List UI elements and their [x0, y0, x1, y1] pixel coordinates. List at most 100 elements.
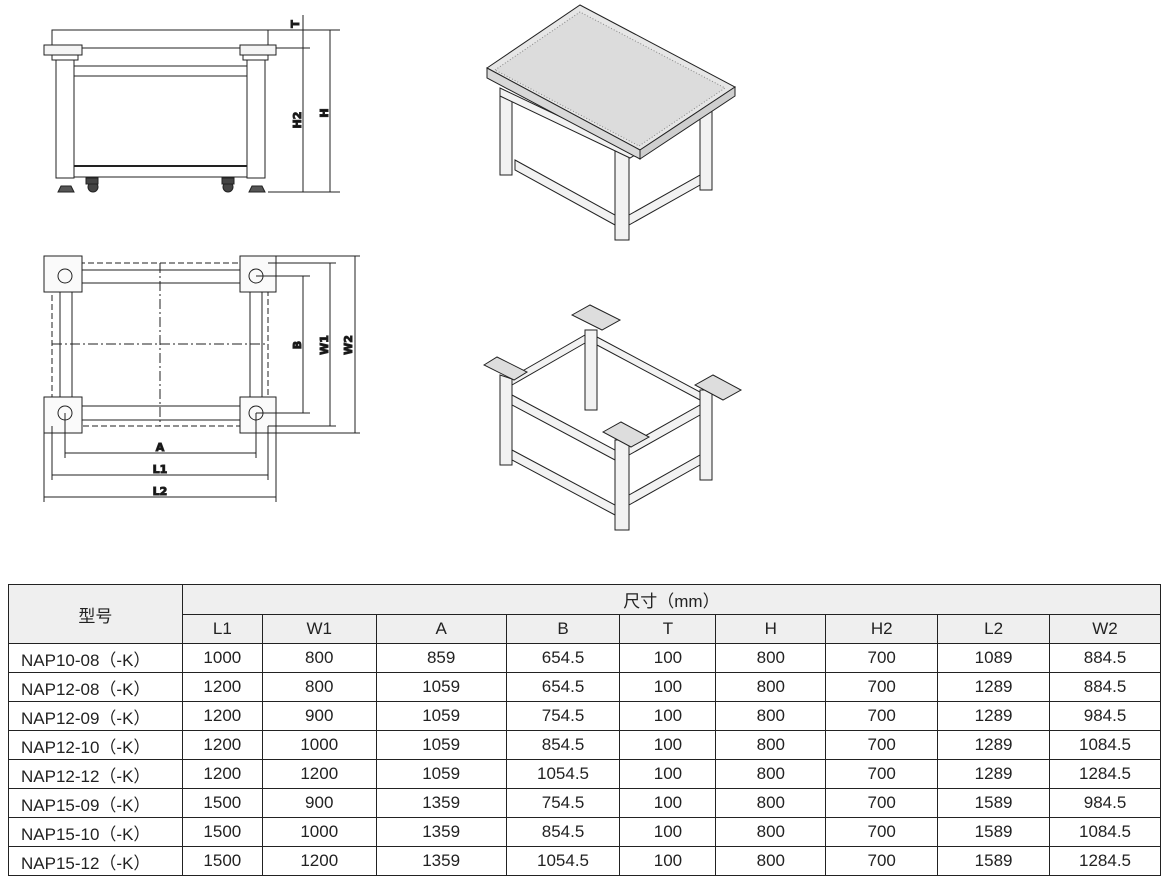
dimension-cell: 1200 — [181, 672, 263, 702]
dimension-cell: 1289 — [937, 672, 1051, 702]
dimension-cell: 1589 — [937, 817, 1051, 847]
dimension-cell: 654.5 — [505, 672, 621, 702]
dimension-cell: 100 — [619, 846, 717, 876]
dimension-cell: 1500 — [181, 846, 263, 876]
dimension-cell: 1200 — [261, 759, 377, 789]
dimension-cell: 1284.5 — [1049, 846, 1161, 876]
dimension-cell: 800 — [715, 759, 827, 789]
dimension-cell: 700 — [825, 788, 939, 818]
column-header-w2: W2 — [1049, 614, 1161, 644]
dimension-cell: 100 — [619, 701, 717, 731]
dimension-cell: 1200 — [181, 759, 263, 789]
dimension-cell: 984.5 — [1049, 788, 1161, 818]
dimension-cell: 800 — [715, 672, 827, 702]
dimension-cell: 800 — [715, 846, 827, 876]
top-view-drawing — [43, 255, 360, 502]
dimension-cell: 1084.5 — [1049, 730, 1161, 760]
dimension-cell: 884.5 — [1049, 672, 1161, 702]
model-cell: NAP15-10（-K） — [8, 817, 183, 847]
model-cell: NAP12-10（-K） — [8, 730, 183, 760]
column-header-b: B — [505, 614, 621, 644]
dimension-cell: 700 — [825, 643, 939, 673]
dimension-cell: 1289 — [937, 730, 1051, 760]
dimension-cell: 900 — [261, 788, 377, 818]
dimension-cell: 1500 — [181, 817, 263, 847]
dimension-cell: 1200 — [181, 730, 263, 760]
front-view-drawing — [43, 15, 340, 193]
dimension-cell: 854.5 — [505, 817, 621, 847]
dimension-cell: 800 — [715, 701, 827, 731]
dimension-cell: 100 — [619, 672, 717, 702]
dim-label-h: H — [318, 108, 331, 117]
column-header-l2: L2 — [937, 614, 1051, 644]
dimension-cell: 1359 — [375, 846, 507, 876]
dimension-cell: 1084.5 — [1049, 817, 1161, 847]
dimension-cell: 800 — [715, 730, 827, 760]
dimension-cell: 1289 — [937, 759, 1051, 789]
dim-label-h2: H2 — [291, 112, 304, 129]
header-model: 型号 — [8, 584, 183, 644]
dimension-cell: 1200 — [181, 701, 263, 731]
dimension-cell: 1284.5 — [1049, 759, 1161, 789]
column-header-h2: H2 — [825, 614, 939, 644]
dimension-cell: 800 — [715, 817, 827, 847]
dimension-cell: 800 — [261, 672, 377, 702]
dimension-cell: 1059 — [375, 759, 507, 789]
dimension-cell: 1059 — [375, 730, 507, 760]
dim-label-t: T — [289, 20, 302, 28]
model-cell: NAP12-12（-K） — [8, 759, 183, 789]
technical-drawings: T H2 H B W1 W2 A L1 L2 — [43, 4, 743, 531]
model-cell: NAP12-08（-K） — [8, 672, 183, 702]
dimension-cell: 859 — [375, 643, 507, 673]
dimension-cell: 1054.5 — [505, 759, 621, 789]
header-dimensions: 尺寸（mm） — [181, 584, 1162, 615]
column-header-w1: W1 — [261, 614, 377, 644]
dimension-cell: 654.5 — [505, 643, 621, 673]
dimension-cell: 984.5 — [1049, 701, 1161, 731]
dimension-cell: 800 — [715, 643, 827, 673]
dimension-cell: 700 — [825, 730, 939, 760]
model-cell: NAP15-09（-K） — [8, 788, 183, 818]
dimension-cell: 900 — [261, 701, 377, 731]
dimension-cell: 1359 — [375, 788, 507, 818]
dimension-cell: 1000 — [181, 643, 263, 673]
dimension-cell: 1200 — [261, 846, 377, 876]
dimension-cell: 754.5 — [505, 788, 621, 818]
column-header-h: H — [715, 614, 827, 644]
dimension-cell: 1359 — [375, 817, 507, 847]
dimension-cell: 700 — [825, 701, 939, 731]
dimension-cell: 700 — [825, 672, 939, 702]
dimension-cell: 1589 — [937, 788, 1051, 818]
dimension-cell: 1000 — [261, 730, 377, 760]
dimension-cell: 1000 — [261, 817, 377, 847]
dimension-cell: 100 — [619, 759, 717, 789]
dimension-cell: 1500 — [181, 788, 263, 818]
dim-label-w2: W2 — [342, 335, 355, 355]
dimension-cell: 1059 — [375, 672, 507, 702]
model-cell: NAP12-09（-K） — [8, 701, 183, 731]
isometric-table-drawing — [486, 4, 736, 241]
dimension-cell: 700 — [825, 846, 939, 876]
dimension-cell: 1054.5 — [505, 846, 621, 876]
model-cell: NAP15-12（-K） — [8, 846, 183, 876]
dimension-cell: 1059 — [375, 701, 507, 731]
dim-label-l2: L2 — [153, 485, 168, 498]
dim-label-l1: L1 — [153, 463, 168, 476]
dimension-cell: 884.5 — [1049, 643, 1161, 673]
dim-label-b: B — [291, 341, 304, 349]
dimension-cell: 854.5 — [505, 730, 621, 760]
dimension-cell: 754.5 — [505, 701, 621, 731]
dim-label-a: A — [156, 441, 165, 454]
dimension-cell: 100 — [619, 730, 717, 760]
column-header-a: A — [375, 614, 507, 644]
dimension-cell: 1289 — [937, 701, 1051, 731]
dimension-cell: 800 — [261, 643, 377, 673]
isometric-frame-drawing — [482, 304, 743, 531]
